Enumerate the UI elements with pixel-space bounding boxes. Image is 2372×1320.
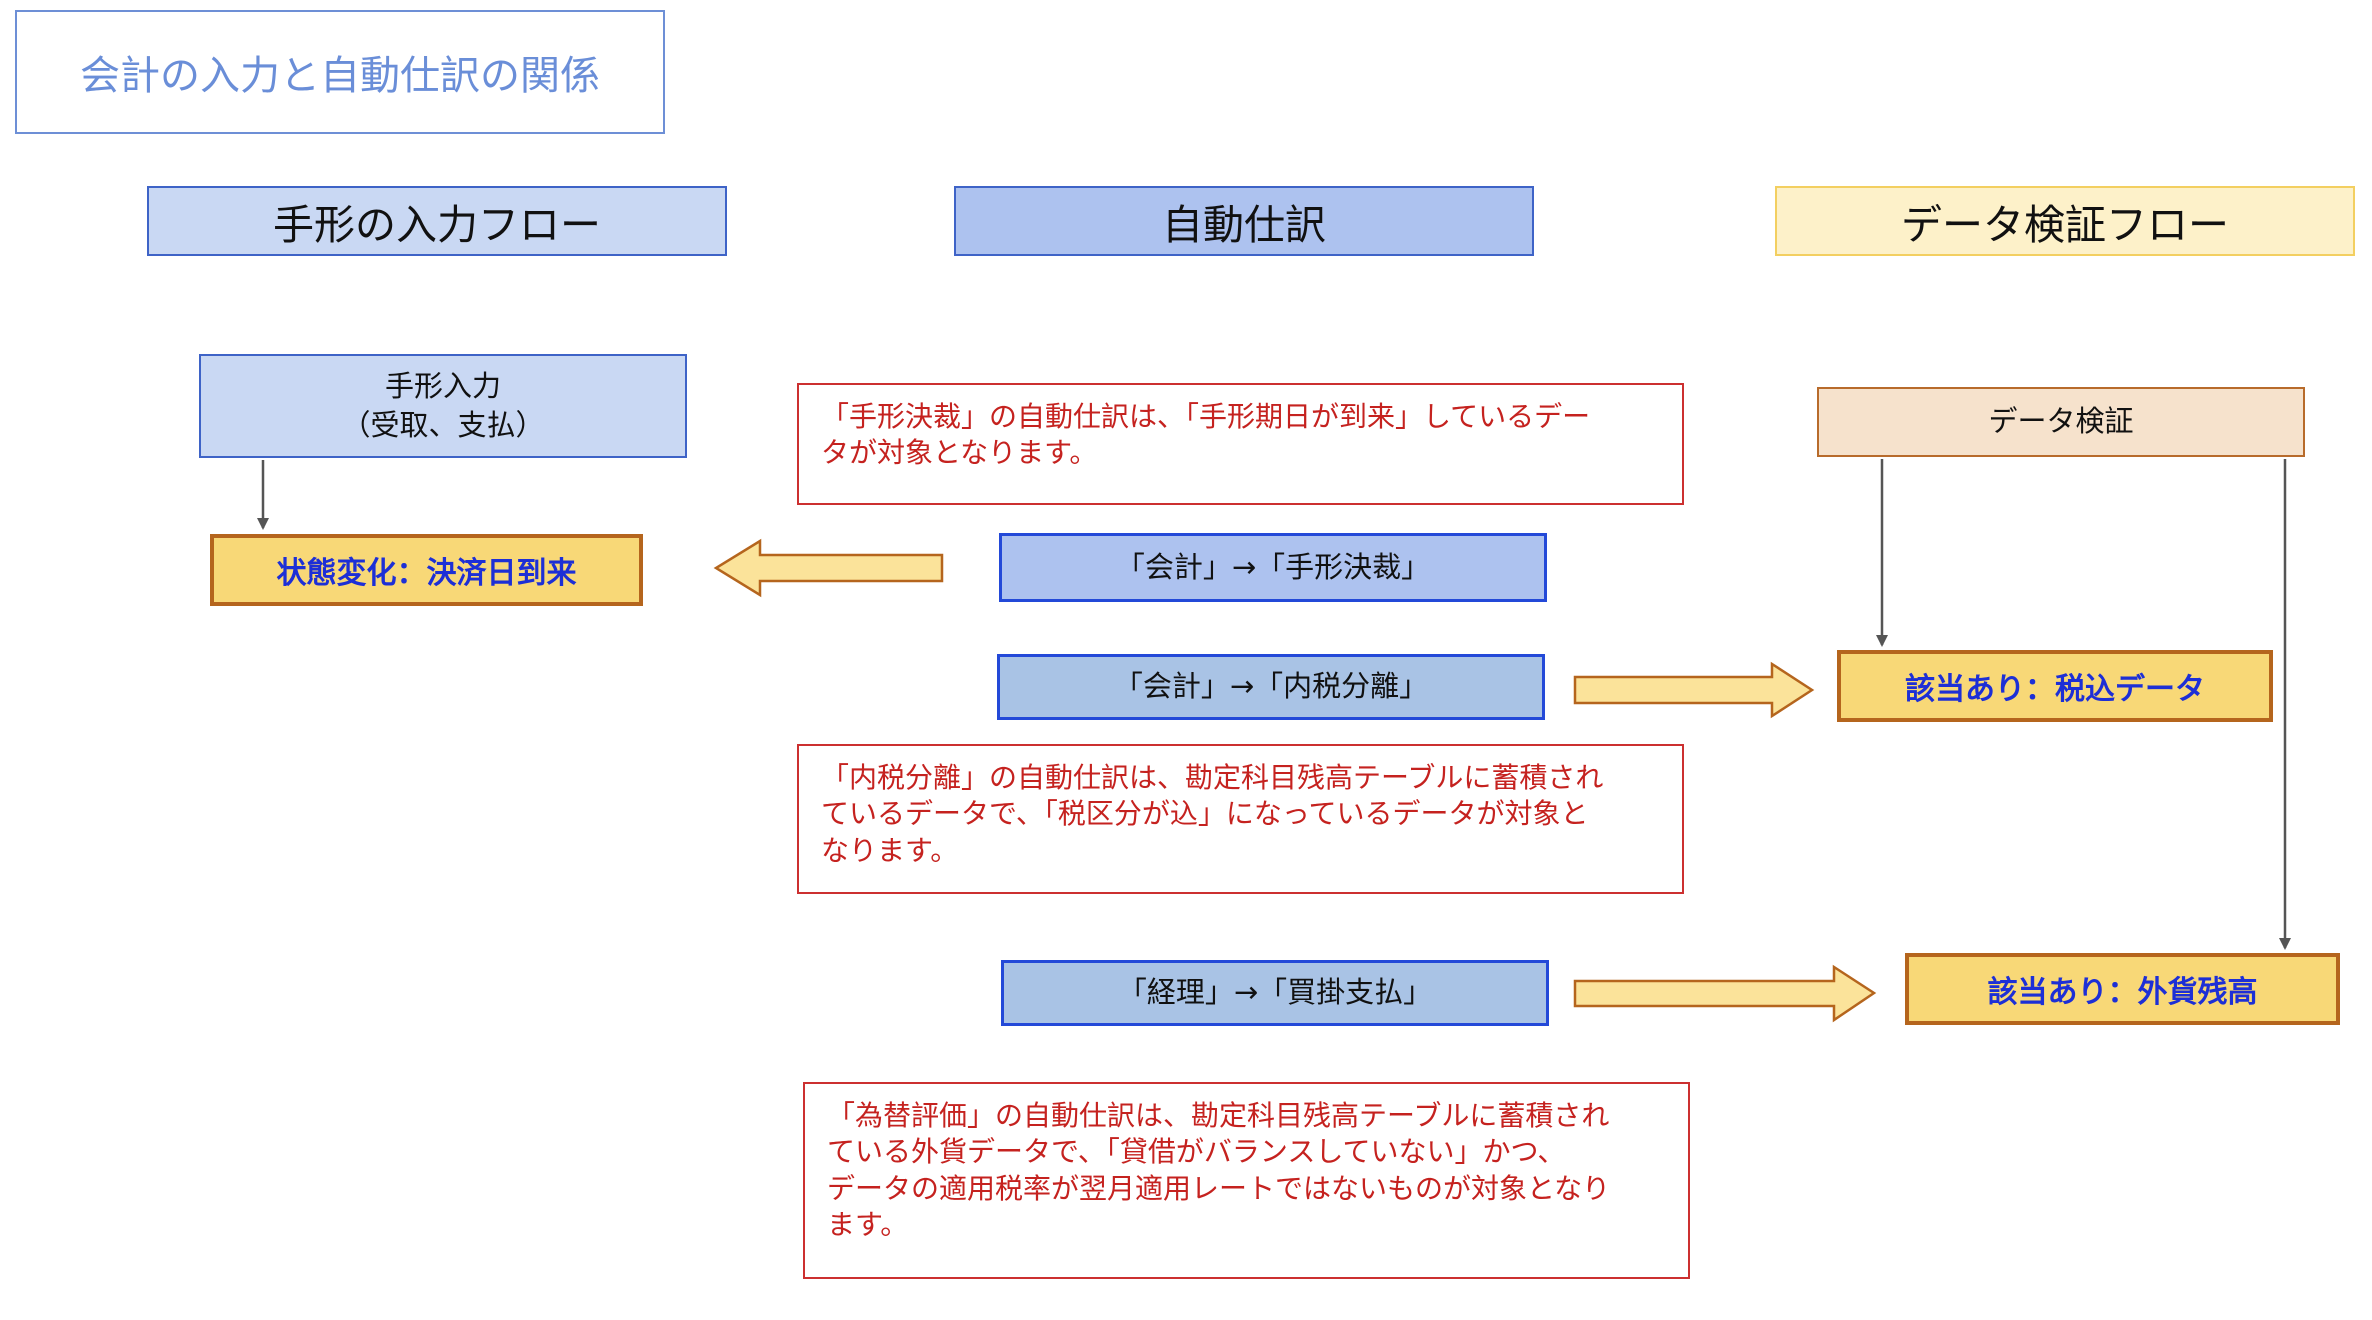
header-data-verification-flow: データ検証フロー <box>1775 186 2355 256</box>
note-line: 「内税分離」の自動仕訳は、勘定科目残高テーブルに蓄積され <box>821 761 1604 794</box>
note-tax-separation: 「内税分離」の自動仕訳は、勘定科目残高テーブルに蓄積され ているデータで、「税区… <box>797 744 1684 894</box>
journal-bill-settlement: 「会計」→「手形決裁」 <box>999 533 1547 602</box>
journal-payable-payment: 「経理」→「買掛支払」 <box>1001 960 1549 1026</box>
page-title: 会計の入力と自動仕訳の関係 <box>15 10 665 134</box>
note-line: 「為替評価」の自動仕訳は、勘定科目残高テーブルに蓄積され <box>827 1099 1610 1132</box>
note-line: ているデータで、「税区分が込」になっているデータが対象と <box>821 797 1589 831</box>
header-auto-journal: 自動仕訳 <box>954 186 1534 256</box>
note-fx-valuation: 「為替評価」の自動仕訳は、勘定科目残高テーブルに蓄積され ている外貨データで、「… <box>803 1082 1690 1279</box>
note-line: ている外貨データで、「貸借がバランスしていない」かつ、 <box>827 1135 1566 1169</box>
note-line: タが対象となります。 <box>821 436 1098 470</box>
note-line: 「手形決裁」の自動仕訳は、「手形期日が到来」しているデー <box>821 400 1591 433</box>
note-line: データの適用税率が翌月適用レートではないものが対象となり <box>827 1171 1611 1205</box>
note-line: なります。 <box>821 833 959 867</box>
note-input-node: 手形入力 （受取、支払） <box>199 354 687 458</box>
block-arrow-right-tax <box>1573 661 1815 719</box>
block-arrow-right-fx <box>1573 964 1877 1023</box>
block-arrow-left <box>713 538 944 598</box>
journal-tax-separation: 「会計」→「内税分離」 <box>997 654 1545 720</box>
result-tax-inclusive-data: 該当あり：税込データ <box>1837 650 2273 722</box>
note-input-label: 手形入力 <box>384 368 501 403</box>
header-note-input-flow: 手形の入力フロー <box>147 186 727 256</box>
note-input-sublabel: （受取、支払） <box>341 408 545 442</box>
note-line: ます。 <box>827 1208 909 1242</box>
note-bill-settlement: 「手形決裁」の自動仕訳は、「手形期日が到来」しているデー タが対象となります。 <box>797 383 1684 505</box>
data-verification-node: データ検証 <box>1817 387 2305 457</box>
state-change-node: 状態変化：決済日到来 <box>210 534 643 606</box>
result-foreign-currency-balance: 該当あり：外貨残高 <box>1905 953 2340 1025</box>
